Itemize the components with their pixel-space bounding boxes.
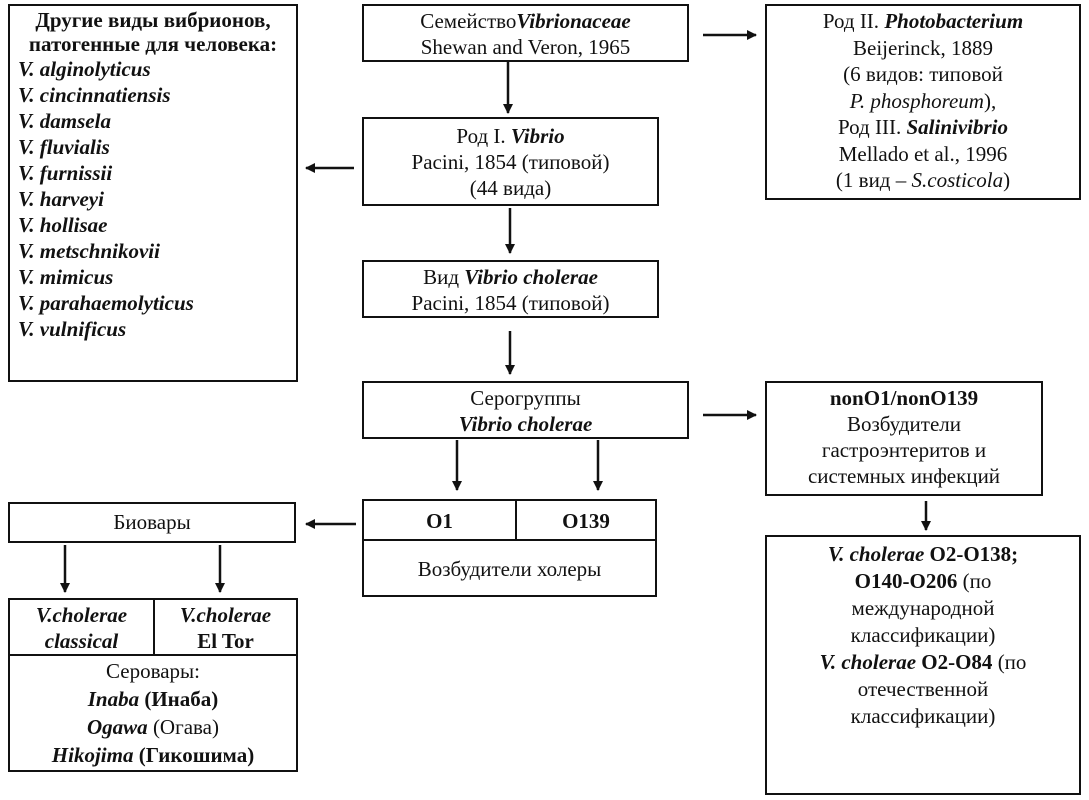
eltor-cell: V.cholerae El Tor: [155, 600, 296, 656]
genus3-author: Mellado et al., 1996: [838, 141, 1008, 166]
genus3-note: (1 вид – S.costicola): [835, 168, 1011, 192]
classical-line2: classical: [44, 629, 119, 653]
classification-box: V. cholerae O2-O138; O140-O206 (по между…: [765, 535, 1081, 795]
classification-line6: отечественной: [857, 677, 989, 701]
family-author: Shewan and Veron, 1965: [420, 35, 631, 59]
other-species-box: Другие виды вибрионов, патогенные для че…: [8, 4, 298, 382]
species-title: Вид Vibrio cholerae: [423, 265, 598, 289]
species-list-item: V. hollisae: [18, 213, 108, 237]
serovar-ogawa: Ogawa (Огава): [87, 715, 219, 739]
vibrio-title: Род I. Vibrio: [456, 124, 565, 148]
non-o1-line1: Возбудители: [846, 412, 961, 436]
serovars-title: Серовары:: [106, 659, 200, 683]
biovars-box: Биовары: [8, 502, 296, 543]
genus3-title: Род III. Salinivibrio: [838, 115, 1008, 139]
species-list-item: V. furnissii: [18, 161, 113, 185]
cholera-box: O1 O139 Возбудители холеры: [362, 499, 657, 597]
family-box: СемействоVibrionaceae Shewan and Veron, …: [362, 4, 689, 62]
vibrio-author: Pacini, 1854 (типовой): [411, 150, 610, 174]
genus2-author: Beijerinck, 1889: [853, 35, 993, 60]
species-list-item: V. metschnikovii: [18, 239, 160, 263]
o1-cell: O1: [364, 501, 517, 541]
other-species-title: Другие виды вибрионов, патогенные для че…: [28, 8, 278, 56]
serovar-hikojima: Hikojima (Гикошима): [51, 743, 255, 767]
non-o1-line2: гастроэнтеритов и: [821, 438, 987, 462]
species-box: Вид Vibrio cholerae Pacini, 1854 (типово…: [362, 260, 659, 318]
serogroups-box: Серогруппы Vibrio cholerae: [362, 381, 689, 439]
serovars-list: Серовары: Inaba (Инаба) Ogawa (Огава) Hi…: [10, 656, 296, 770]
family-name: Vibrionaceae: [516, 9, 631, 33]
serovars-box: V.cholerae classical V.cholerae El Tor С…: [8, 598, 298, 772]
non-o1-box: nonO1/nonO139 Возбудители гастроэнтерито…: [765, 381, 1043, 496]
species-list-item: V. mimicus: [18, 265, 114, 289]
family-title: СемействоVibrionaceae: [420, 9, 631, 33]
non-o1-line3: системных инфекций: [807, 464, 1001, 488]
species-list-item: V. vulnificus: [18, 317, 127, 341]
classification-line1: V. cholerae O2-O138;: [827, 542, 1019, 566]
genus2-note-a: (6 видов: типовой: [843, 62, 1003, 86]
classification-line3: международной: [851, 596, 995, 620]
classical-line1: V.cholerae: [35, 603, 128, 627]
classification-line7: классификации): [850, 704, 996, 728]
classification-line5: V. cholerae O2-O84 (по: [819, 650, 1027, 674]
o139-cell: O139: [517, 501, 655, 541]
genus2-title: Род II. Photobacterium: [822, 9, 1024, 33]
classical-cell: V.cholerae classical: [10, 600, 155, 656]
non-o1-title: nonO1/nonO139: [829, 386, 979, 410]
vibrio-count: (44 вида): [469, 176, 552, 200]
species-list-item: V. damsela: [18, 109, 111, 133]
species-list-item: V. harveyi: [18, 187, 104, 211]
cholera-label: Возбудители холеры: [417, 557, 602, 581]
classification-line4: классификации): [850, 623, 996, 647]
species-list-item: V. alginolyticus: [18, 57, 151, 81]
biovars-title: Биовары: [113, 510, 191, 534]
serogroups-title: Серогруппы: [470, 386, 581, 410]
genus-vibrio-box: Род I. Vibrio Pacini, 1854 (типовой) (44…: [362, 117, 659, 206]
species-list-item: V. fluvialis: [18, 135, 110, 159]
eltor-line1: V.cholerae: [179, 603, 272, 627]
serovar-inaba: Inaba (Инаба): [87, 687, 219, 711]
classification-line2: O140-O206 (по: [854, 569, 992, 593]
eltor-line2: El Tor: [197, 629, 254, 653]
serogroups-name: Vibrio cholerae: [458, 412, 593, 436]
species-list-item: V. cincinnatiensis: [18, 83, 171, 107]
genus2-note-b: P. phosphoreum),: [849, 88, 997, 113]
species-author: Pacini, 1854 (типовой): [411, 291, 610, 315]
species-list-item: V. parahaemolyticus: [18, 291, 194, 315]
genus-others-box: Род II. Photobacterium Beijerinck, 1889 …: [765, 4, 1081, 200]
